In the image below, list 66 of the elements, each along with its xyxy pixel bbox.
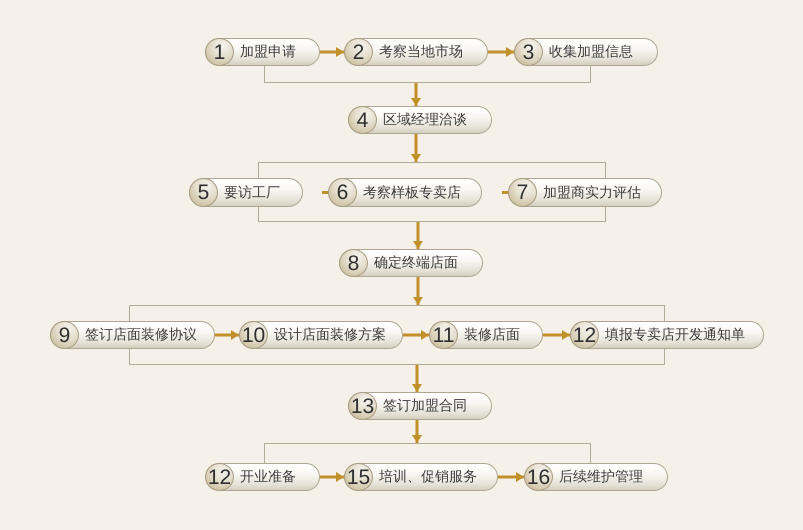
step-number: 12 [570, 321, 599, 349]
step-label: 装修店面 [464, 327, 520, 343]
step-number: 16 [524, 463, 553, 491]
arrow [413, 277, 423, 305]
arrow [498, 472, 524, 482]
step-label: 填报专卖店开发通知单 [605, 327, 745, 343]
step-number: 3 [514, 38, 543, 66]
step-pill [50, 321, 215, 349]
arrow [411, 134, 421, 162]
step-number: 15 [344, 463, 373, 491]
step-pill [508, 178, 662, 207]
connector-line [322, 191, 328, 194]
step-label: 加盟申请 [240, 44, 296, 60]
step-label: 设计店面装修方案 [274, 327, 386, 343]
step-label: 考察样板专卖店 [363, 184, 461, 200]
step-pill [348, 106, 492, 134]
step-label: 签订加盟合同 [383, 398, 467, 414]
step-label: 确定终端店面 [374, 255, 458, 271]
arrow [403, 330, 429, 340]
arrow [412, 365, 422, 392]
step-number: 5 [189, 178, 218, 207]
step-label: 收集加盟信息 [549, 44, 633, 60]
step-label: 考察当地市场 [379, 44, 463, 60]
step-number: 11 [429, 321, 458, 349]
step-number: 2 [344, 38, 373, 66]
group-bracket [258, 207, 606, 222]
step-pill [189, 178, 303, 207]
step-label: 要访工厂 [224, 184, 280, 200]
step-label: 签订店面装修协议 [85, 327, 197, 343]
step-label: 后续维护管理 [559, 469, 643, 485]
step-number: 7 [508, 178, 537, 207]
arrow [543, 330, 570, 340]
step-pill [339, 249, 483, 277]
step-pill [205, 38, 320, 66]
step-label: 开业准备 [240, 469, 296, 485]
step-pill [328, 178, 482, 207]
step-number: 1 [205, 38, 234, 66]
group-bracket [129, 349, 665, 365]
arrow [320, 47, 344, 57]
step-number: 6 [328, 178, 357, 207]
group-bracket [264, 66, 591, 83]
step-number: 9 [50, 321, 79, 349]
step-number: 10 [239, 321, 268, 349]
arrow [413, 222, 423, 249]
step-pill [429, 321, 543, 349]
step-pill [344, 463, 498, 491]
step-number: 12 [205, 463, 234, 491]
arrow [215, 330, 239, 340]
step-number: 8 [339, 249, 368, 277]
step-pill [344, 38, 488, 66]
step-pill [570, 321, 764, 349]
step-label: 培训、促销服务 [379, 469, 477, 485]
step-number: 13 [348, 392, 377, 420]
step-pill [205, 463, 320, 491]
connector-line [502, 191, 508, 194]
arrow [320, 472, 344, 482]
step-pill [524, 463, 668, 491]
arrow [411, 83, 421, 106]
arrow [412, 420, 422, 443]
step-pill [239, 321, 403, 349]
step-label: 区域经理洽谈 [383, 112, 467, 128]
step-pill [348, 392, 492, 420]
arrow [488, 47, 514, 57]
step-number: 4 [348, 106, 377, 134]
step-pill [514, 38, 658, 66]
step-label: 加盟商实力评估 [543, 184, 641, 200]
